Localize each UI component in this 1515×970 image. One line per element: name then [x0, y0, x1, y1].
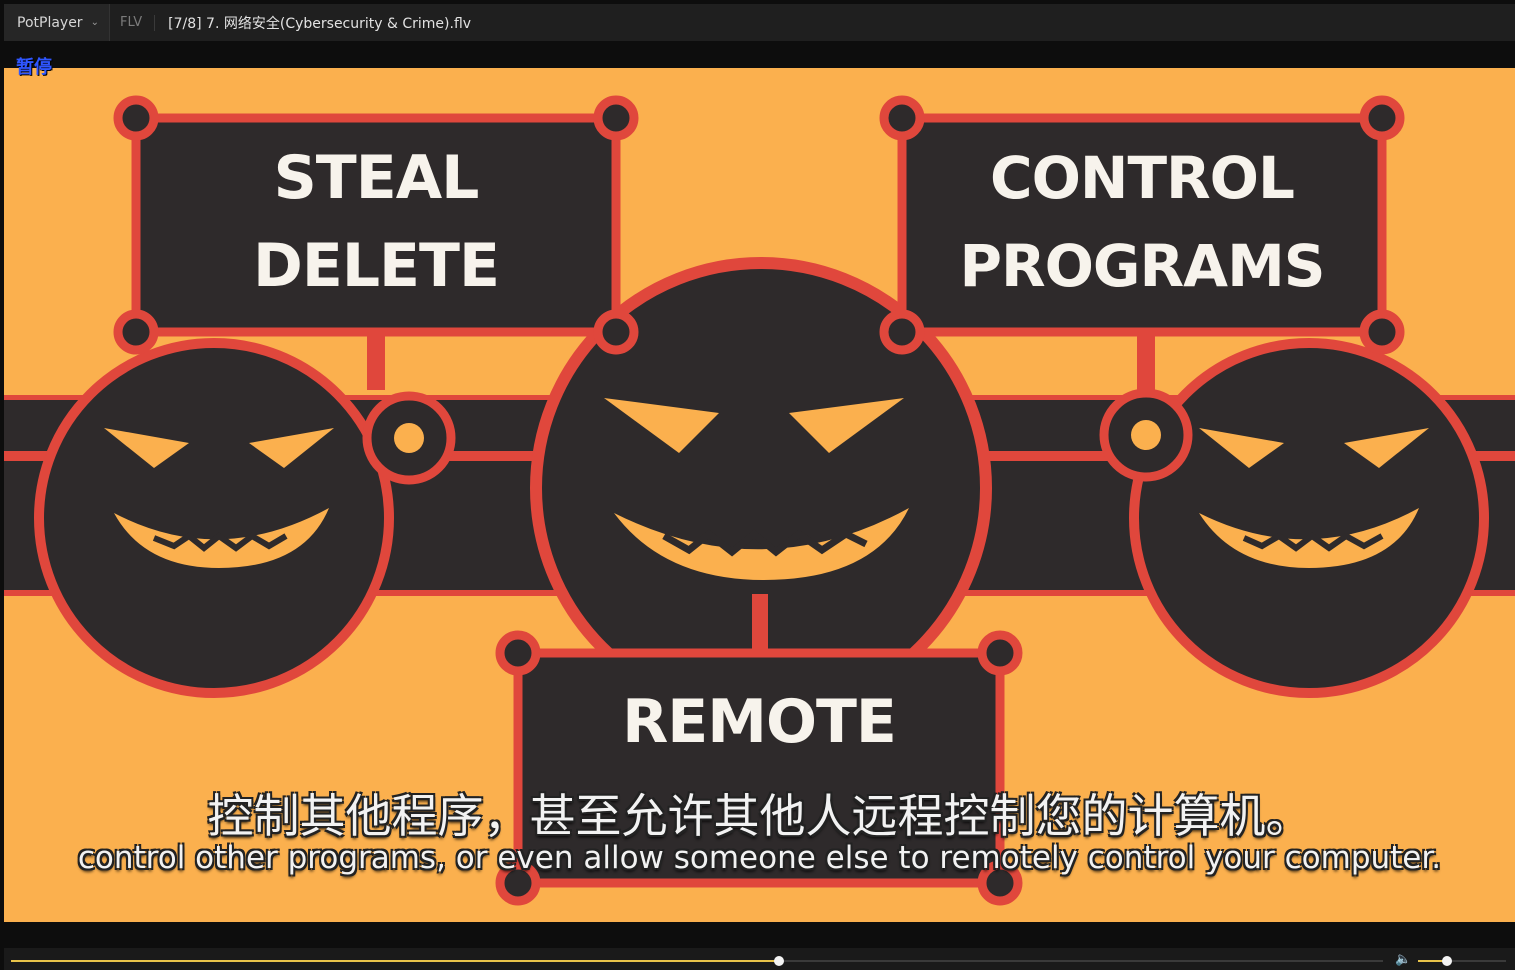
- label-delete: DELETE: [253, 231, 500, 301]
- speaker-icon[interactable]: 🔈: [1395, 952, 1412, 967]
- volume-level: [1418, 960, 1448, 962]
- monster-right: [1129, 338, 1489, 698]
- video-area[interactable]: STEAL DELETE CONTROL PROGRAMS REMOTE 控制其…: [4, 68, 1515, 922]
- box-top-right: [879, 95, 1405, 355]
- seek-handle[interactable]: [774, 956, 785, 966]
- label-control: CONTROL: [990, 144, 1295, 212]
- seek-bar[interactable]: [11, 956, 1383, 966]
- app-menu-button[interactable]: PotPlayer ⌄: [4, 4, 110, 41]
- subtitle-english: control other programs, or even allow so…: [77, 840, 1442, 876]
- pause-status: 暂停: [16, 57, 52, 78]
- box-top-right-text: CONTROL PROGRAMS: [902, 134, 1382, 310]
- box-top-left: [113, 95, 639, 355]
- label-remote: REMOTE: [622, 687, 897, 757]
- chevron-down-icon: ⌄: [90, 17, 99, 28]
- title-bar: PotPlayer ⌄ FLV [7/8] 7. 网络安全(Cybersecur…: [4, 4, 1515, 41]
- window-title: [7/8] 7. 网络安全(Cybersecurity & Crime).flv: [168, 15, 472, 32]
- seek-progress: [11, 960, 780, 962]
- volume-slider[interactable]: [1418, 956, 1506, 966]
- subtitle-chinese: 控制其他程序，甚至允许其他人远程控制您的计算机。: [207, 789, 1312, 843]
- app-name: PotPlayer: [17, 14, 83, 31]
- box-top-left-text: STEAL DELETE: [136, 134, 616, 310]
- label-programs: PROGRAMS: [959, 232, 1325, 300]
- box-bottom-text: REMOTE: [518, 678, 1000, 766]
- box-bottom: [495, 630, 1023, 906]
- monster-left: [34, 338, 394, 698]
- volume-handle[interactable]: [1442, 956, 1453, 966]
- label-steal: STEAL: [273, 143, 480, 213]
- video-frame-graphic: [4, 95, 1515, 906]
- control-bar: 🔈: [4, 948, 1515, 970]
- monster-center: [530, 257, 992, 719]
- format-label: FLV: [110, 14, 156, 31]
